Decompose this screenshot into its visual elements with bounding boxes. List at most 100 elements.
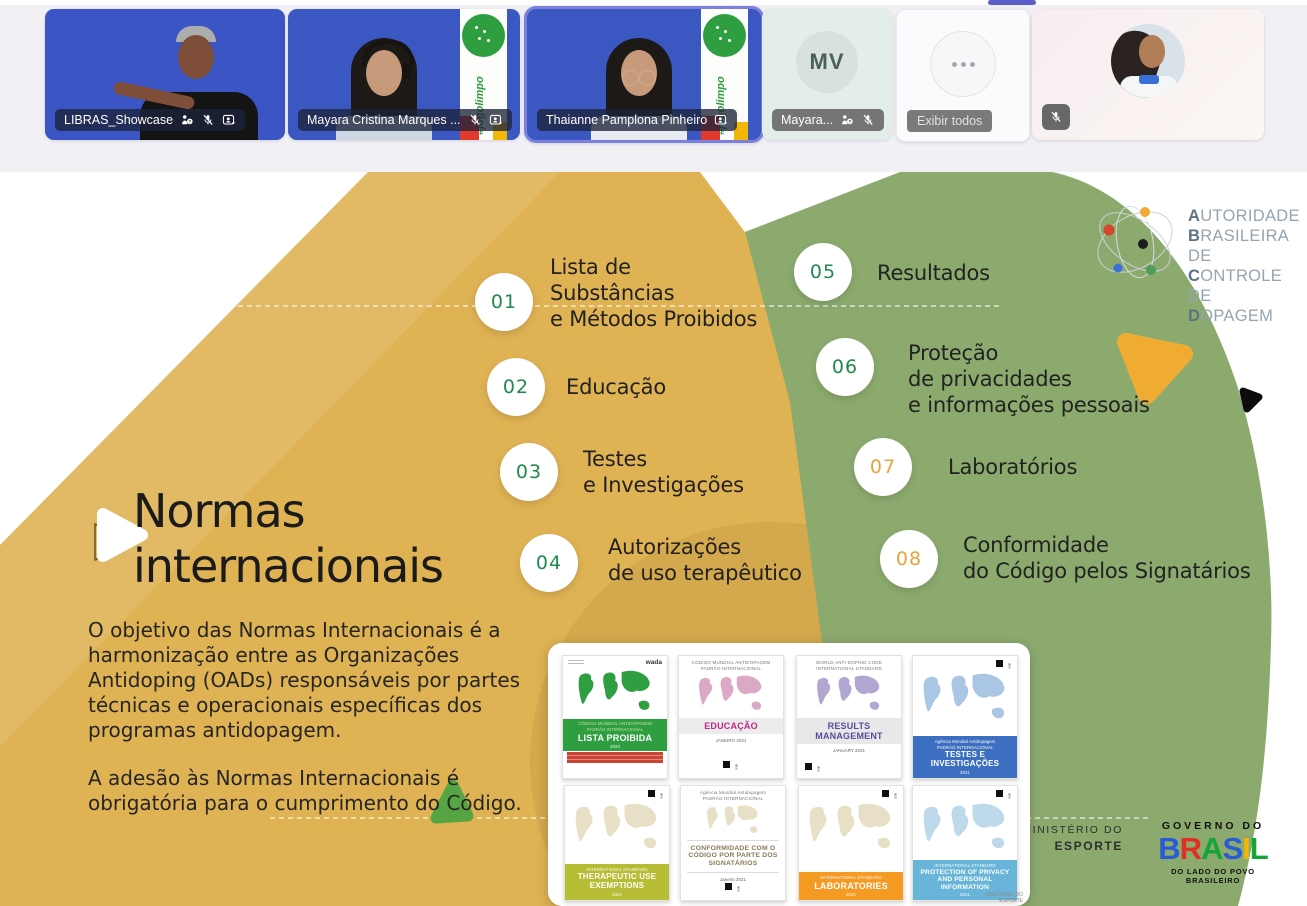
item-number-06: 06	[816, 338, 874, 396]
video-tile-thaianne-active-speaker[interactable]: #jogolimpo Thaianne Pamplona Pinheiro	[524, 6, 764, 143]
item-label-06: Proteção de privacidades e informações p…	[908, 341, 1150, 417]
wada-logo	[882, 790, 889, 797]
item-label-05: Resultados	[877, 261, 990, 285]
deco-triangle-yellow	[1117, 333, 1193, 404]
banner-green-circle	[462, 14, 505, 57]
slide-paragraph-1: O objetivo das Normas Internacionais é a…	[88, 618, 521, 742]
cover-results-management: WORLD ANTI-DOPING CODE INTERNATIONAL STA…	[796, 655, 902, 779]
item-number-05: 05	[794, 243, 852, 301]
interpreter-icon	[182, 115, 193, 125]
cover-title: PROTECTION OF PRIVACY AND PERSONAL INFOR…	[920, 868, 1010, 891]
fit-to-frame-icon	[715, 114, 728, 125]
governo-do-brasil-logo: GOVERNO DO BRASIL DO LADO DO POVO BRASIL…	[1147, 820, 1279, 885]
item-number-04: 04	[520, 534, 578, 592]
item-label-04: Autorizações de uso terapêutico	[608, 535, 802, 585]
name-pill: LIBRAS_Showcase	[55, 109, 246, 131]
world-map-graphic	[918, 800, 1012, 858]
world-map-graphic	[802, 674, 896, 716]
wada-logo	[648, 790, 655, 797]
deco-triangle-green	[430, 779, 474, 824]
ministry-logo: MINISTÉRIO DO ESPORTE	[1008, 824, 1123, 853]
audio-tile-mayara[interactable]: MV Mayara...	[762, 9, 892, 140]
more-participants-icon	[930, 31, 996, 97]
world-map-graphic	[570, 800, 664, 858]
mic-off-badge	[1042, 104, 1070, 130]
deco-play-triangle	[97, 508, 148, 562]
item-number-08: 08	[880, 530, 938, 588]
abcd-logo-text: AUTORIDADE BRASILEIRA DE CONTROLE DE DOP…	[1188, 207, 1300, 325]
show-all-tile[interactable]: Exibir todos	[896, 9, 1030, 142]
name-pill: Mayara Cristina Marques ...	[298, 109, 512, 131]
cover-lista-proibida: wada CÓDIGO MUNDIAL ANTIDOPAGEM PADRÃO I…	[562, 655, 668, 779]
wada-logo	[996, 660, 1003, 667]
mic-off-icon	[1051, 111, 1061, 123]
world-map-graphic	[804, 800, 898, 858]
mic-off-icon	[203, 114, 213, 126]
cover-title: LISTA PROIBIDA	[577, 733, 653, 744]
strip-scrollbar-thumb[interactable]	[988, 0, 1036, 5]
cover-red-strip	[567, 752, 663, 764]
slide-paragraph-2: A adesão às Normas Internacionais é obri…	[88, 766, 522, 815]
item-label-01: Lista de Substâncias e Métodos Proibidos	[550, 255, 758, 331]
strip-top-line	[0, 0, 1307, 5]
video-tile-libras[interactable]: LIBRAS_Showcase	[45, 9, 285, 140]
item-number-02: 02	[487, 358, 545, 416]
world-map-graphic	[568, 669, 662, 717]
participant-name: LIBRAS_Showcase	[64, 113, 174, 127]
cover-educacao: CÓDIGO MUNDIAL ANTIDOPAGEM PADRÃO INTERN…	[678, 655, 784, 779]
item-number-03: 03	[500, 443, 558, 501]
participant-name: Mayara Cristina Marques ...	[307, 113, 461, 127]
wada-logo	[996, 790, 1003, 797]
cover-title: TESTES E INVESTIGAÇÕES	[930, 750, 1000, 769]
cover-privacy: INTERNATIONAL STANDARD PROTECTION OF PRI…	[912, 785, 1018, 901]
participant-name: Thaianne Pamplona Pinheiro	[546, 113, 708, 127]
cover-minilogo	[568, 660, 584, 666]
interpreter-icon	[842, 115, 853, 125]
participant-face	[178, 35, 214, 79]
avatar	[1111, 24, 1185, 98]
item-number-07: 07	[854, 438, 912, 496]
brasil-wordmark: BRASIL	[1158, 831, 1268, 866]
item-label-02: Educação	[566, 375, 666, 399]
avatar-initials: MV	[796, 31, 858, 93]
item-number-01: 01	[475, 273, 533, 331]
cover-therapeutic-use: INTERNATIONAL STANDARD THERAPEUTIC USE E…	[564, 785, 670, 901]
gov-top-text: GOVERNO DO	[1161, 820, 1265, 832]
glasses	[622, 69, 656, 86]
abcd-logo: AUTORIDADE BRASILEIRA DE CONTROLE DE DOP…	[1085, 194, 1300, 325]
ministry-line1: MINISTÉRIO DO	[1022, 824, 1123, 836]
panel-footnote: MINISTÉRIO DO ESPORTE	[984, 892, 1023, 904]
item-label-03: Testes e Investigações	[583, 447, 744, 497]
cover-title: THERAPEUTIC USE EXEMPTIONS	[577, 872, 657, 891]
ministry-line2: ESPORTE	[1054, 839, 1123, 853]
video-tile-mayara-cristina[interactable]: #jogolimpo Mayara Cristina Marques ...	[288, 9, 520, 140]
cover-title: LABORATORIES	[814, 880, 888, 891]
standards-covers-panel: wada CÓDIGO MUNDIAL ANTIDOPAGEM PADRÃO I…	[548, 643, 1030, 906]
world-map-graphic	[918, 670, 1012, 728]
wada-logo	[725, 883, 732, 890]
banner-yellow-block	[734, 122, 748, 140]
mic-off-icon	[469, 114, 480, 126]
slide-body: O objetivo das Normas Internacionais é a…	[88, 618, 543, 839]
wada-logo	[805, 763, 812, 770]
audio-tile-photo[interactable]	[1032, 9, 1264, 140]
world-map-graphic	[686, 804, 780, 838]
slide-title: Normas internacionais	[133, 484, 444, 594]
item-label-08: Conformidade do Código pelos Signatários	[963, 533, 1251, 583]
shared-slide: AUTORIDADE BRASILEIRA DE CONTROLE DE DOP…	[0, 172, 1307, 906]
fit-to-frame-icon	[489, 114, 502, 125]
wada-logo	[723, 761, 730, 768]
cover-title: CONFORMIDADE COM O CÓDIGO POR PARTE DOS …	[688, 844, 778, 867]
cover-laboratories: INTERNATIONAL STANDARD LABORATORIES 2021	[798, 785, 904, 901]
participant-strip: LIBRAS_Showcase #jogolimpo Mayara Cristi…	[0, 0, 1307, 172]
name-pill: Thaianne Pamplona Pinheiro	[537, 109, 738, 131]
cover-title: RESULTS MANAGEMENT	[815, 720, 883, 741]
banner-green-circle	[703, 14, 746, 57]
participant-name: Mayara...	[781, 113, 834, 127]
abcd-network-icon	[1097, 205, 1173, 279]
mic-off-icon	[863, 114, 873, 126]
cover-title: EDUCAÇÃO	[704, 720, 758, 731]
name-pill: Mayara...	[772, 109, 885, 131]
gov-tagline: DO LADO DO POVO BRASILEIRO	[1171, 867, 1255, 885]
